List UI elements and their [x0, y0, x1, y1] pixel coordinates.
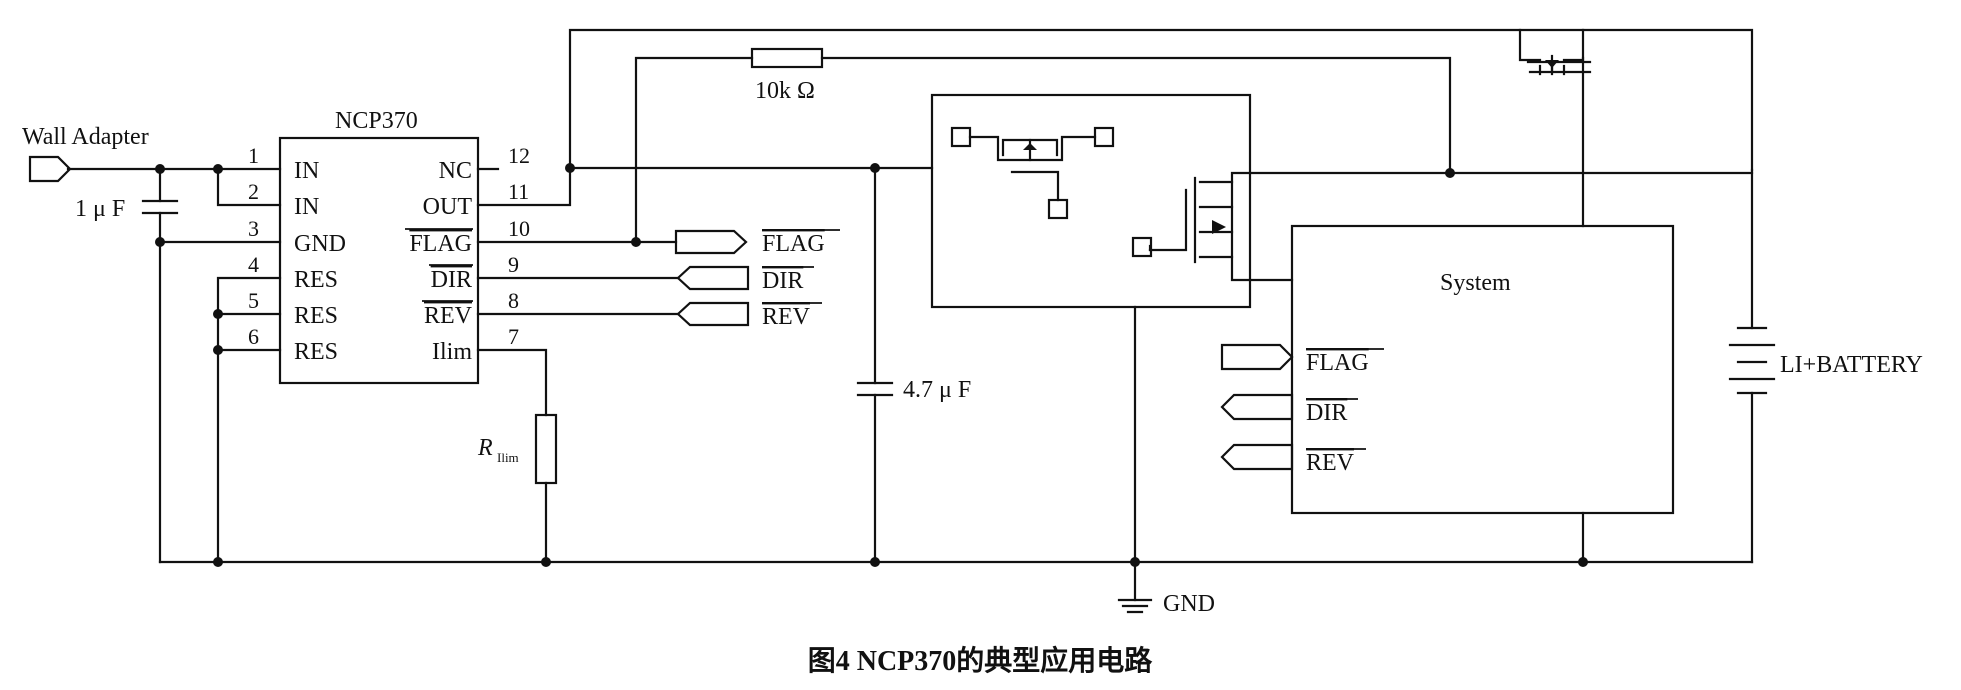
pin-label: IN: [294, 194, 319, 220]
system-flag-connector: [1220, 343, 1294, 371]
pin-number: 12: [508, 143, 530, 168]
pin-label: NC: [439, 158, 472, 184]
pin-label: FLAG: [409, 231, 472, 257]
pin-label: IN: [294, 158, 319, 184]
junction-dot: [631, 237, 641, 247]
system-dir-label: DIR: [1306, 400, 1347, 426]
resistor-rilim: [534, 413, 558, 485]
pin-number: 5: [248, 288, 259, 313]
wall-adapter-label: Wall Adapter: [22, 124, 149, 150]
rilim-label: R: [477, 435, 493, 461]
signal-connectors: [674, 229, 750, 327]
wire-pullup-right: [820, 56, 1452, 175]
system-label: System: [1440, 270, 1511, 296]
pin-number: 8: [508, 288, 519, 313]
junction-dot: [870, 163, 880, 173]
pin-number: 9: [508, 252, 519, 277]
junction-dot: [155, 164, 165, 174]
pin-number: 1: [248, 143, 259, 168]
junction-dot: [213, 164, 223, 174]
pin-number: 2: [248, 179, 259, 204]
junction-dot: [1578, 557, 1588, 567]
pin-label: OUT: [423, 194, 473, 220]
capacitor-4-7uf-label: 4.7 μ F: [903, 377, 971, 403]
wire-res-tie: [216, 276, 282, 564]
pin-label: RES: [294, 267, 338, 293]
system-dir-connector: [1220, 393, 1294, 421]
capacitor-1uf: [141, 199, 179, 215]
junctions: [155, 163, 1588, 567]
pin-number: 10: [508, 216, 530, 241]
pin-label: DIR: [431, 267, 472, 293]
protection-block-internals: [950, 126, 1252, 282]
signal-flag-label: FLAG: [762, 231, 825, 257]
ground-symbol: [1117, 598, 1153, 614]
pin-number: 3: [248, 216, 259, 241]
wire-out: [476, 166, 572, 207]
chip-name: NCP370: [335, 108, 418, 134]
dir-input-connector: [676, 265, 750, 291]
rilim-sub-label: Ilim: [497, 450, 519, 465]
capacitor-1uf-label: 1 μ F: [75, 196, 125, 222]
pin-number: 4: [248, 252, 259, 277]
resistor-10k: [750, 47, 824, 69]
battery-switch-fet: [1518, 28, 1592, 76]
capacitor-4-7uf: [856, 381, 894, 397]
system-flag-label: FLAG: [1306, 350, 1369, 376]
wire-top-loop: [568, 28, 1754, 172]
gnd-label: GND: [1163, 591, 1215, 617]
pin-number: 7: [508, 324, 519, 349]
junction-dot: [870, 557, 880, 567]
system-rev-label: REV: [1306, 450, 1355, 476]
figure-caption: 图4 NCP370的典型应用电路: [808, 644, 1154, 677]
wire-ilim: [476, 348, 548, 417]
wire-pullup: [634, 56, 754, 244]
wires: [66, 28, 1754, 602]
pin-label: GND: [294, 231, 346, 257]
system-rev-connector: [1220, 443, 1294, 471]
resistor-10k-label: 10k Ω: [755, 78, 815, 104]
pin-number: 11: [508, 179, 529, 204]
system-block: [1290, 224, 1675, 515]
pin-label: RES: [294, 303, 338, 329]
signal-dir-label: DIR: [762, 268, 803, 294]
ncp370-chip: [278, 136, 480, 385]
pin-label: Ilim: [432, 339, 472, 365]
junction-dot: [565, 163, 575, 173]
junction-dot: [213, 557, 223, 567]
flag-output-connector: [674, 229, 748, 255]
junction-dot: [1130, 557, 1140, 567]
pin-number: 6: [248, 324, 259, 349]
wire-pin2: [216, 167, 282, 207]
junction-dot: [213, 309, 223, 319]
rev-input-connector: [676, 301, 750, 327]
pin-label: RES: [294, 339, 338, 365]
junction-dot: [541, 557, 551, 567]
junction-dot: [213, 345, 223, 355]
battery-symbol: [1728, 326, 1776, 395]
signal-rev-label: REV: [762, 304, 811, 330]
battery-label: LI+BATTERY: [1780, 352, 1923, 378]
pin-label: REV: [424, 303, 473, 329]
protection-block: [930, 93, 1252, 309]
wall-adapter-connector: [28, 155, 72, 183]
junction-dot: [1445, 168, 1455, 178]
junction-dot: [155, 237, 165, 247]
